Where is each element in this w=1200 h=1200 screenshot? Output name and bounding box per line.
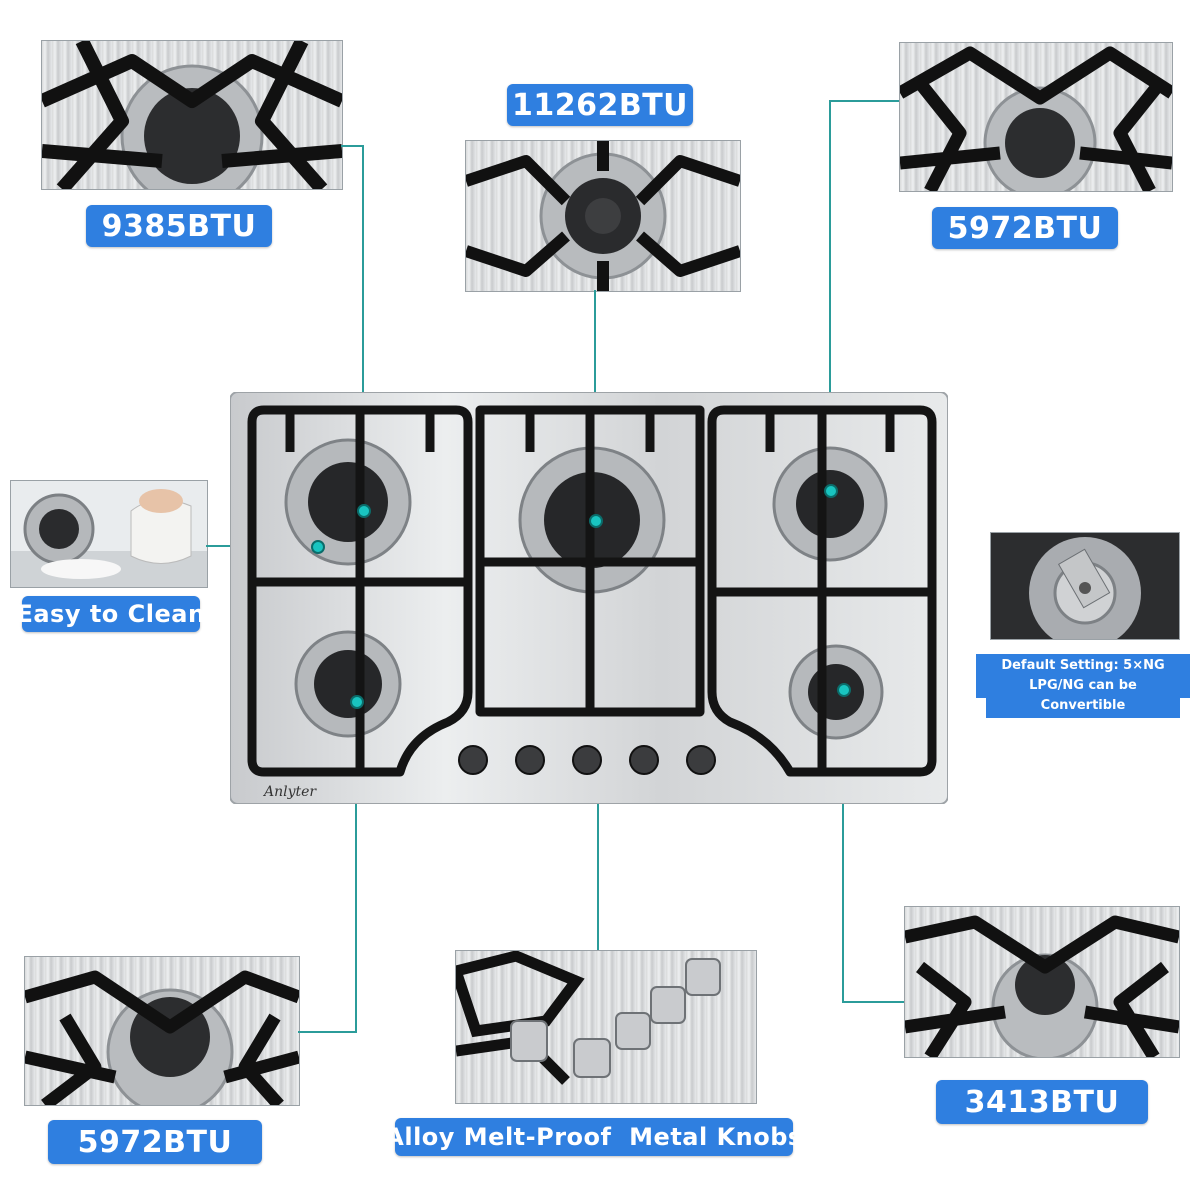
cooktop-image [229, 391, 949, 805]
burner-label-bottom-left: 5972BTU [48, 1120, 262, 1164]
burner-label-top-left: 9385BTU [86, 205, 272, 247]
burner-label-top-center: 11262BTU [507, 84, 693, 126]
burner-photo-top-left [41, 40, 343, 190]
knobs-image [456, 951, 721, 1085]
callout-dot [357, 504, 371, 518]
burner-closeup-image [25, 970, 299, 1105]
callout-dot [350, 695, 364, 709]
connector-line [362, 145, 364, 510]
knobs-photo [455, 950, 757, 1104]
cleaning-photo [10, 480, 208, 588]
connector-line [341, 145, 363, 147]
gas-cooktop: Anlyter [229, 391, 949, 805]
callout-dot [589, 514, 603, 528]
burner-label-bottom-right: 3413BTU [936, 1080, 1148, 1124]
feature-label-metal-knobs: Alloy Melt-Proof Metal Knobs [385, 1118, 802, 1156]
burner-photo-top-center [465, 140, 741, 292]
connector-line [842, 688, 844, 1002]
burner-closeup-image [42, 41, 342, 189]
burner-photo-bottom-right [904, 906, 1180, 1058]
nozzle-image [1029, 537, 1141, 639]
burner-closeup-image [905, 915, 1179, 1057]
connector-line [829, 100, 899, 102]
connector-line [829, 100, 831, 490]
brand-logo: Anlyter [264, 784, 317, 800]
nozzle-photo [990, 532, 1180, 640]
burner-closeup-image [466, 141, 740, 291]
burner-photo-bottom-left [24, 956, 300, 1106]
connector-line [597, 770, 599, 950]
burner-closeup-image [900, 46, 1172, 191]
callout-dot [311, 540, 325, 554]
connector-line [842, 1001, 904, 1003]
callout-dot [824, 484, 838, 498]
nozzle-note-line2: LPG/NG can be Convertible [986, 674, 1180, 718]
feature-label-easy-clean: Easy to Clean [16, 596, 205, 632]
callout-dot [837, 683, 851, 697]
connector-line [355, 700, 357, 1032]
cleaning-image [11, 489, 207, 587]
burner-label-top-right: 5972BTU [932, 207, 1118, 249]
burner-photo-top-right [899, 42, 1173, 192]
connector-line [298, 1031, 357, 1033]
